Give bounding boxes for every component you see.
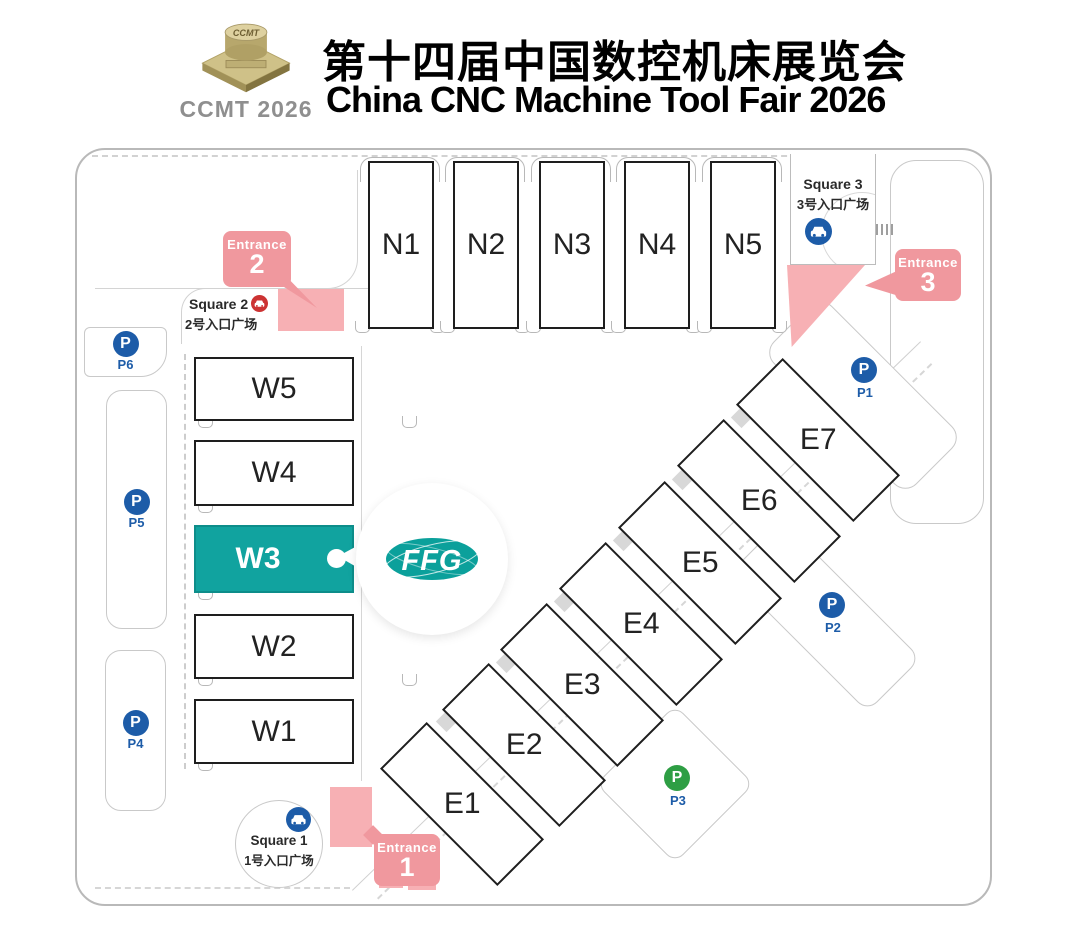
parking-label: P6 (117, 357, 134, 372)
parking-icon: P (112, 331, 139, 357)
road-east-loop (890, 160, 984, 524)
hall-W5: W5 (194, 357, 354, 421)
hall-label: N5 (723, 228, 763, 261)
hall-W2: W2 (194, 614, 354, 679)
square3-name-zh: 3号入口广场 (796, 197, 870, 212)
hall-label: N1 (381, 228, 421, 261)
door-mark (402, 416, 417, 428)
parking-label: P2 (825, 620, 841, 635)
car-icon (286, 807, 311, 832)
hall-label: N2 (466, 228, 506, 261)
venue-map: N1 N2 N3 N4 N5 Square 3 3号入口广场 Entrance … (75, 148, 992, 906)
door-mark (402, 674, 417, 686)
entrance-word: Entrance (898, 255, 958, 270)
svg-text:FFG: FFG (402, 545, 463, 577)
entrance-word: Entrance (227, 237, 287, 252)
road-top-dashed (92, 155, 857, 157)
square2-name-row: Square 2 (189, 295, 269, 312)
car-icon (251, 295, 269, 312)
hall-label: E2 (505, 727, 543, 761)
hall-label: W4 (251, 456, 297, 489)
hall-label: E3 (563, 667, 601, 701)
parking-icon: P (123, 489, 150, 515)
entrance-word: Entrance (377, 840, 437, 855)
hall-label: N4 (637, 228, 677, 261)
hall-N3: N3 (539, 161, 605, 329)
page-title-zh: 第十四届中国数控机床展览会 (322, 38, 907, 87)
entrance-number: 2 (249, 249, 265, 279)
hall-label: E1 (443, 786, 481, 820)
parking-icon: P (122, 710, 149, 736)
hall-N2: N2 (453, 161, 519, 329)
parking-area-P6: P P6 (84, 327, 167, 377)
hall-N1: N1 (368, 161, 434, 329)
svg-text:CCMT: CCMT (233, 28, 261, 38)
entrance2-label: Entrance 2 (223, 231, 291, 287)
square2-name: Square 2 (189, 295, 249, 312)
hall-label: W2 (251, 629, 297, 663)
entrance-number: 3 (920, 267, 936, 297)
parking-area-P4: P P4 (105, 650, 166, 811)
ccmt-logo-icon: CCMT (201, 23, 291, 93)
ffg-logo: FFG (382, 538, 482, 580)
logo-caption: CCMT 2026 (179, 96, 313, 122)
hall-W4: W4 (194, 440, 354, 506)
hall-label: E7 (799, 422, 837, 456)
entrance-number: 1 (399, 852, 415, 882)
road-square2-curve (181, 288, 387, 344)
parking-label: P1 (857, 385, 873, 400)
parking-label: P4 (127, 736, 144, 751)
parking-icon: P (664, 765, 690, 791)
parking-label: P3 (670, 793, 686, 808)
hall-N4: N4 (624, 161, 690, 329)
hall-W1: W1 (194, 699, 354, 764)
entrance3-pointer (865, 270, 899, 296)
page-title-en: China CNC Machine Tool Fair 2026 (326, 79, 886, 120)
parking-area-P5: P P5 (106, 390, 167, 629)
entrance2-plaza-fill (278, 289, 344, 331)
parking-icon: P (851, 357, 877, 383)
entrance3-label: Entrance 3 (895, 249, 961, 301)
entrance1-label: Entrance 1 (374, 834, 440, 886)
square1-name-zh: 1号入口广场 (244, 854, 314, 868)
crosswalk-marks (876, 224, 893, 235)
square1-name: Square 1 (250, 833, 308, 848)
ccmt-logo: CCMT (196, 16, 296, 94)
hall-label: W1 (251, 714, 297, 748)
square3-name: Square 3 (803, 176, 863, 192)
hall-label: W5 (251, 372, 297, 405)
road-west-dashed (184, 354, 186, 769)
hall-label: W3 (235, 542, 281, 575)
hall-label: E5 (681, 545, 719, 579)
hall-N5: N5 (710, 161, 776, 329)
w3-marker-dot (327, 549, 346, 568)
square2-name-zh: 2号入口广场 (185, 317, 258, 332)
hall-label: E4 (622, 606, 660, 640)
hall-label: N3 (552, 228, 592, 261)
car-icon (805, 218, 832, 245)
square3-area: Square 3 3号入口广场 (790, 154, 876, 265)
parking-label: P5 (128, 515, 145, 530)
hall-label: E6 (740, 483, 778, 517)
parking-icon: P (819, 592, 845, 618)
square1-area: Square 1 1号入口广场 (235, 800, 323, 888)
road-bottom-dashed (95, 887, 350, 889)
ffg-callout: FFG (356, 483, 508, 635)
